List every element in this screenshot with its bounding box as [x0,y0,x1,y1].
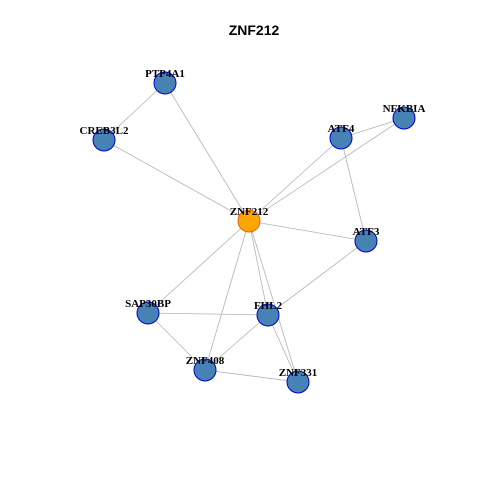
node-znf331[interactable] [286,370,310,394]
node-ptp4a1[interactable] [153,71,177,95]
node-label-sap30bp: SAP30BP [125,298,171,310]
edge-znf212-atf4 [248,137,342,222]
edge-znf212-atf3 [248,220,367,242]
edge-fhl2-znf331 [267,314,299,383]
node-label-znf408: ZNF408 [186,355,225,367]
edge-sap30bp-fhl2 [147,312,269,316]
node-creb3l2[interactable] [92,128,116,152]
edge-atf4-atf3 [340,137,367,242]
edge-znf212-sap30bp [147,220,250,314]
edge-atf3-fhl2 [267,240,367,316]
node-nfkbia[interactable] [392,106,416,130]
edge-znf212-ptp4a1 [164,82,250,222]
node-label-creb3l2: CREB3L2 [80,125,129,137]
node-fhl2[interactable] [256,303,280,327]
edge-fhl2-znf408 [204,314,269,371]
graph-title: ZNF212 [229,22,280,38]
node-sap30bp[interactable] [136,301,160,325]
node-label-fhl2: FHL2 [254,300,283,312]
node-label-atf4: ATF4 [328,123,355,135]
edge-znf212-fhl2 [248,220,269,316]
node-atf4[interactable] [329,126,353,150]
edge-znf212-znf408 [204,220,250,371]
edge-ptp4a1-creb3l2 [103,82,166,141]
edge-znf212-nfkbia [248,117,405,222]
node-atf3[interactable] [354,229,378,253]
node-label-nfkbia: NFKBIA [383,103,426,115]
node-label-znf212: ZNF212 [230,206,269,218]
node-layer [92,71,416,394]
edge-znf212-znf331 [248,220,299,383]
edge-znf212-creb3l2 [103,139,250,222]
node-znf212[interactable] [237,209,261,233]
node-label-znf331: ZNF331 [279,367,318,379]
node-znf408[interactable] [193,358,217,382]
node-label-atf3: ATF3 [353,226,380,238]
edge-sap30bp-znf408 [147,312,206,371]
node-label-ptp4a1: PTP4A1 [145,68,185,80]
edge-znf408-znf331 [204,369,299,383]
